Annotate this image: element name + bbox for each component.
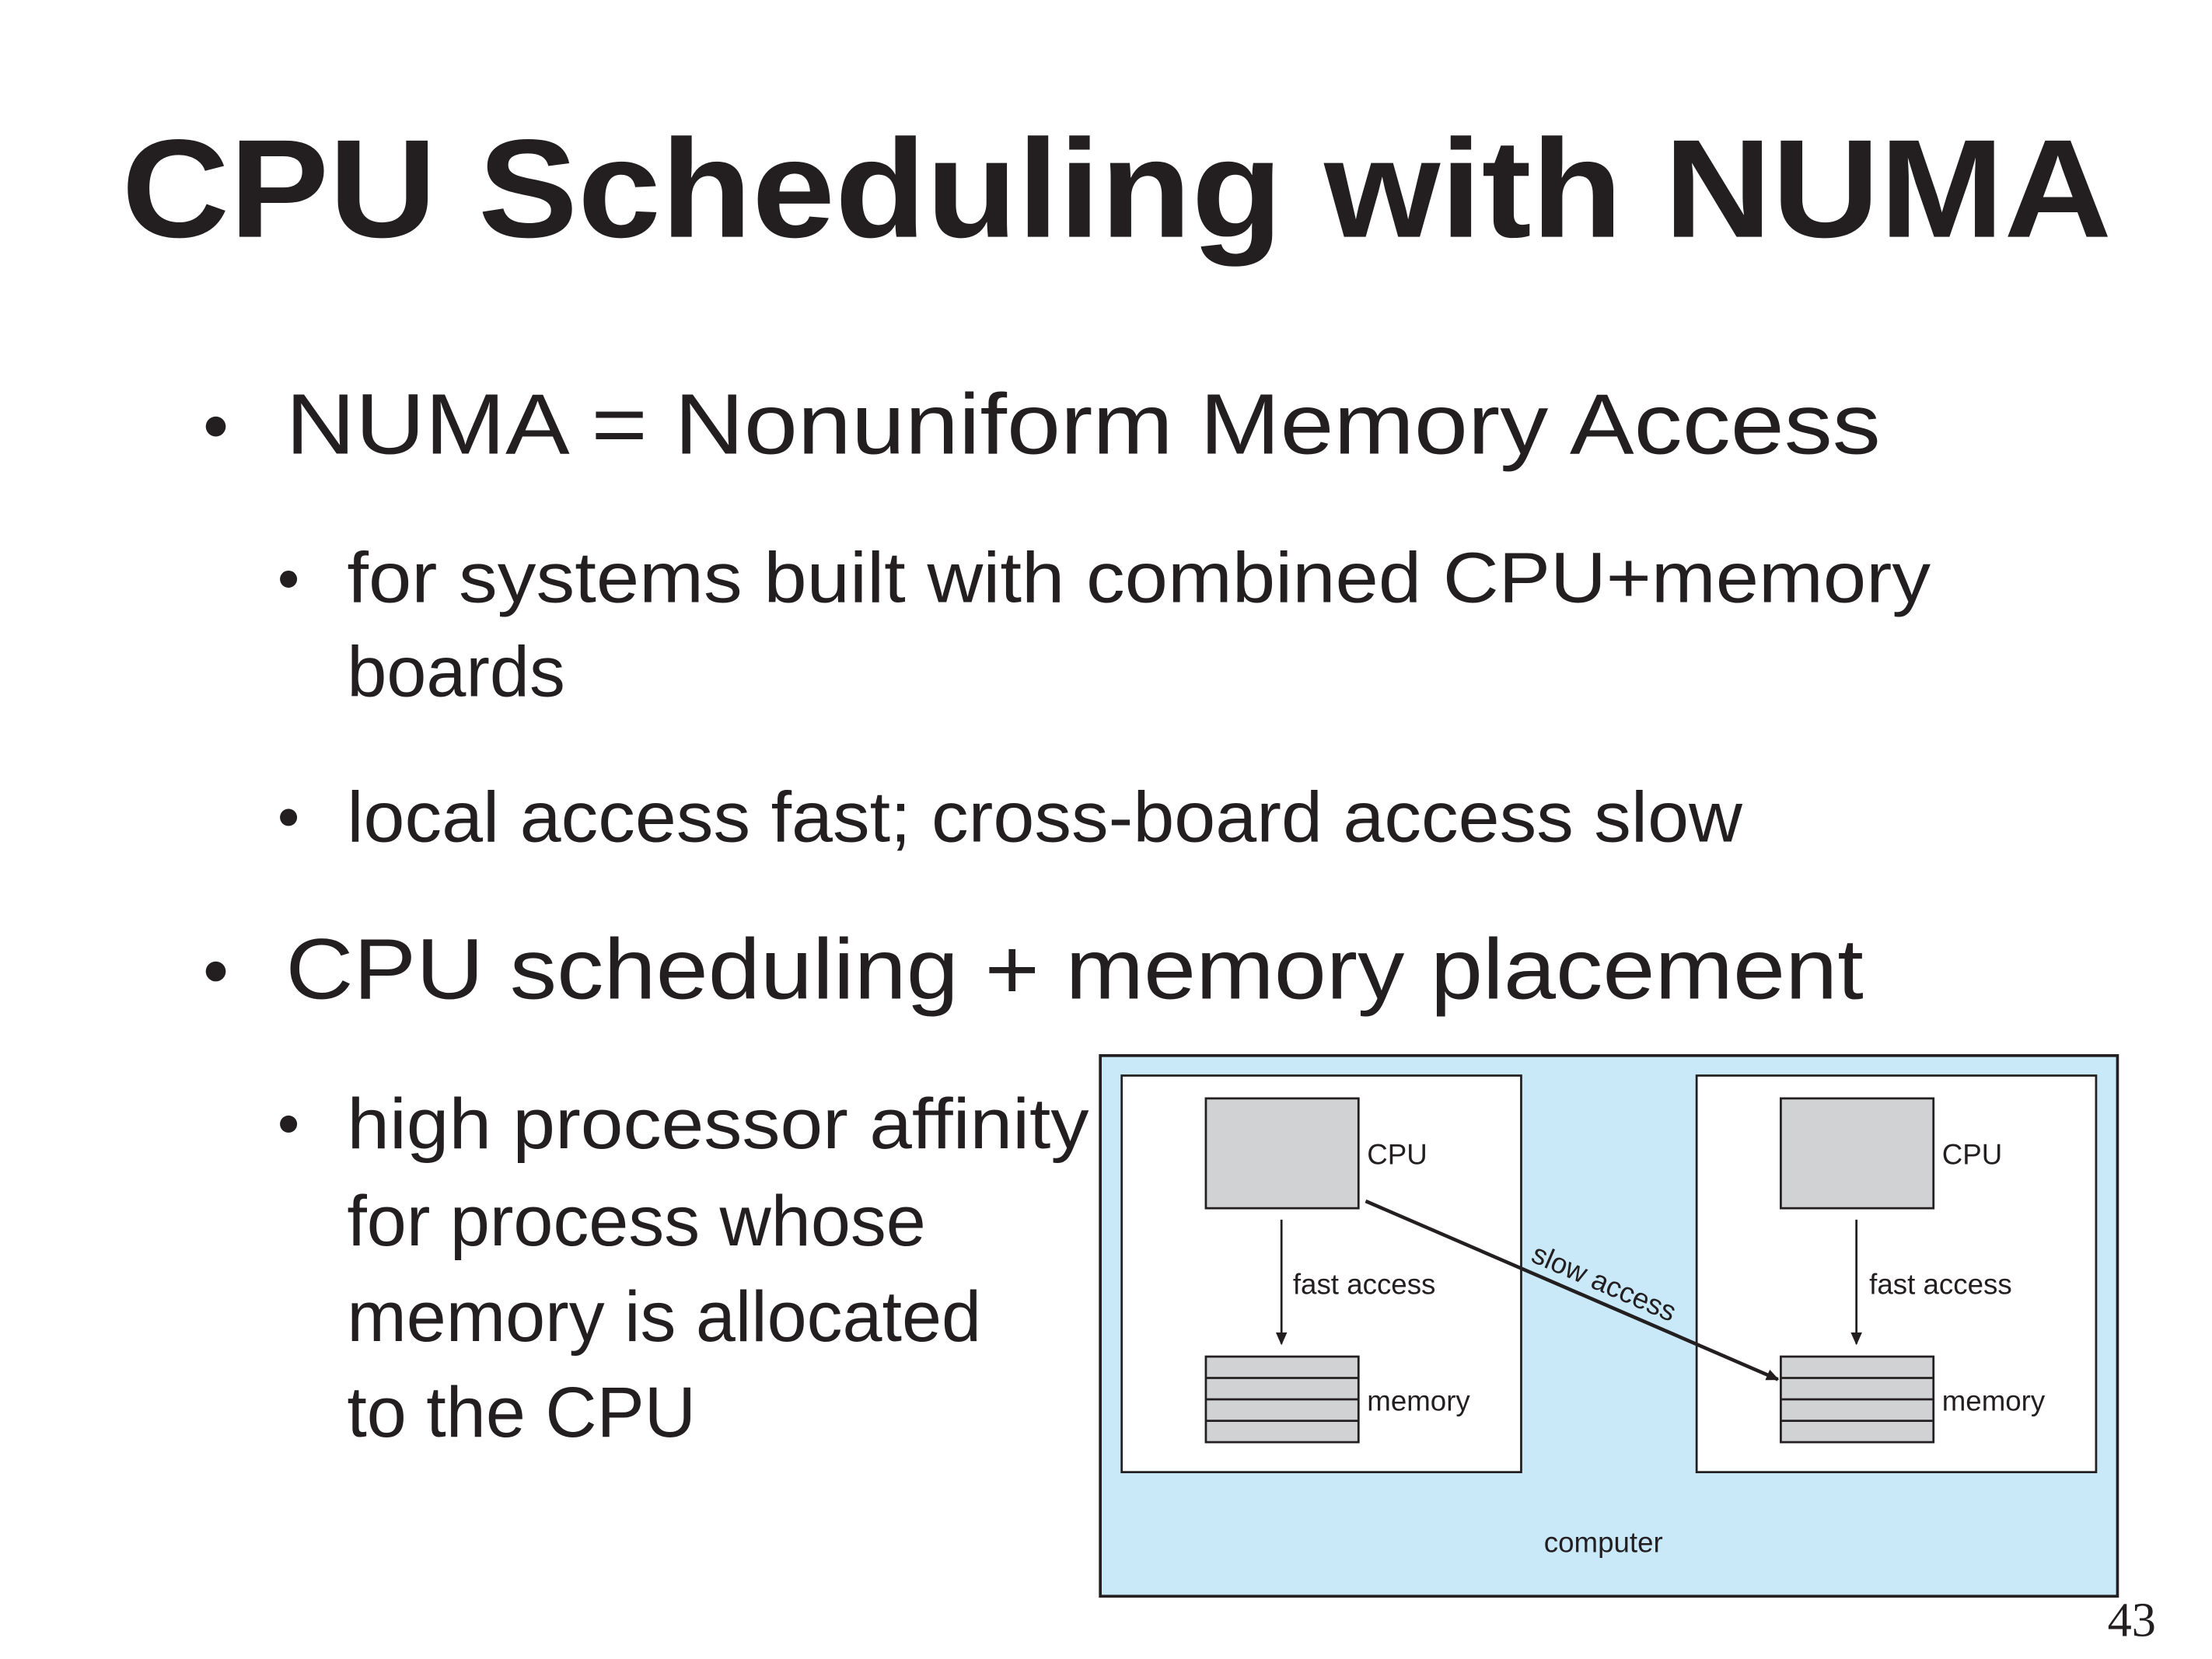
sub-bullet-text: for systems built with combined CPU+memo… xyxy=(347,538,1931,617)
slow-access-arrow xyxy=(1365,1199,1780,1381)
numa-diagram: CPU fast access memory CPU fast access m… xyxy=(1099,1053,2119,1598)
sub-bullet-text: boards xyxy=(347,632,565,711)
memory-box xyxy=(1204,1355,1360,1444)
sub-bullet-text: local access fast; cross-board access sl… xyxy=(347,778,1742,857)
bullet-text: NUMA = Nonuniform Memory Access xyxy=(285,377,1880,473)
bullet-icon xyxy=(205,416,226,437)
memory-label: memory xyxy=(1942,1385,2046,1417)
cpu-box xyxy=(1780,1097,1935,1210)
sub-bullet-text: memory is allocated xyxy=(347,1277,981,1357)
sub-bullet-text: for process whose xyxy=(347,1182,925,1261)
fast-access-label: fast access xyxy=(1293,1268,1436,1300)
sub-bullet-icon xyxy=(280,570,298,588)
computer-label: computer xyxy=(1544,1526,1663,1558)
sub-bullet-icon xyxy=(280,809,298,826)
fast-access-label: fast access xyxy=(1869,1268,2012,1300)
memory-label: memory xyxy=(1367,1385,1470,1417)
slide-title: CPU Scheduling with NUMA xyxy=(121,111,2112,267)
cpu-box xyxy=(1204,1097,1360,1210)
sub-bullet-icon xyxy=(280,1115,298,1133)
memory-box xyxy=(1780,1355,1935,1444)
sub-bullet-text: to the CPU xyxy=(347,1373,696,1452)
cpu-label: CPU xyxy=(1942,1138,2002,1170)
sub-bullet-text: high processor affinity xyxy=(347,1084,1089,1164)
bullet-icon xyxy=(205,961,226,982)
bullet-text: CPU scheduling + memory placement xyxy=(285,921,1863,1017)
page-number: 43 xyxy=(2108,1594,2156,1647)
cpu-label: CPU xyxy=(1367,1138,1427,1170)
